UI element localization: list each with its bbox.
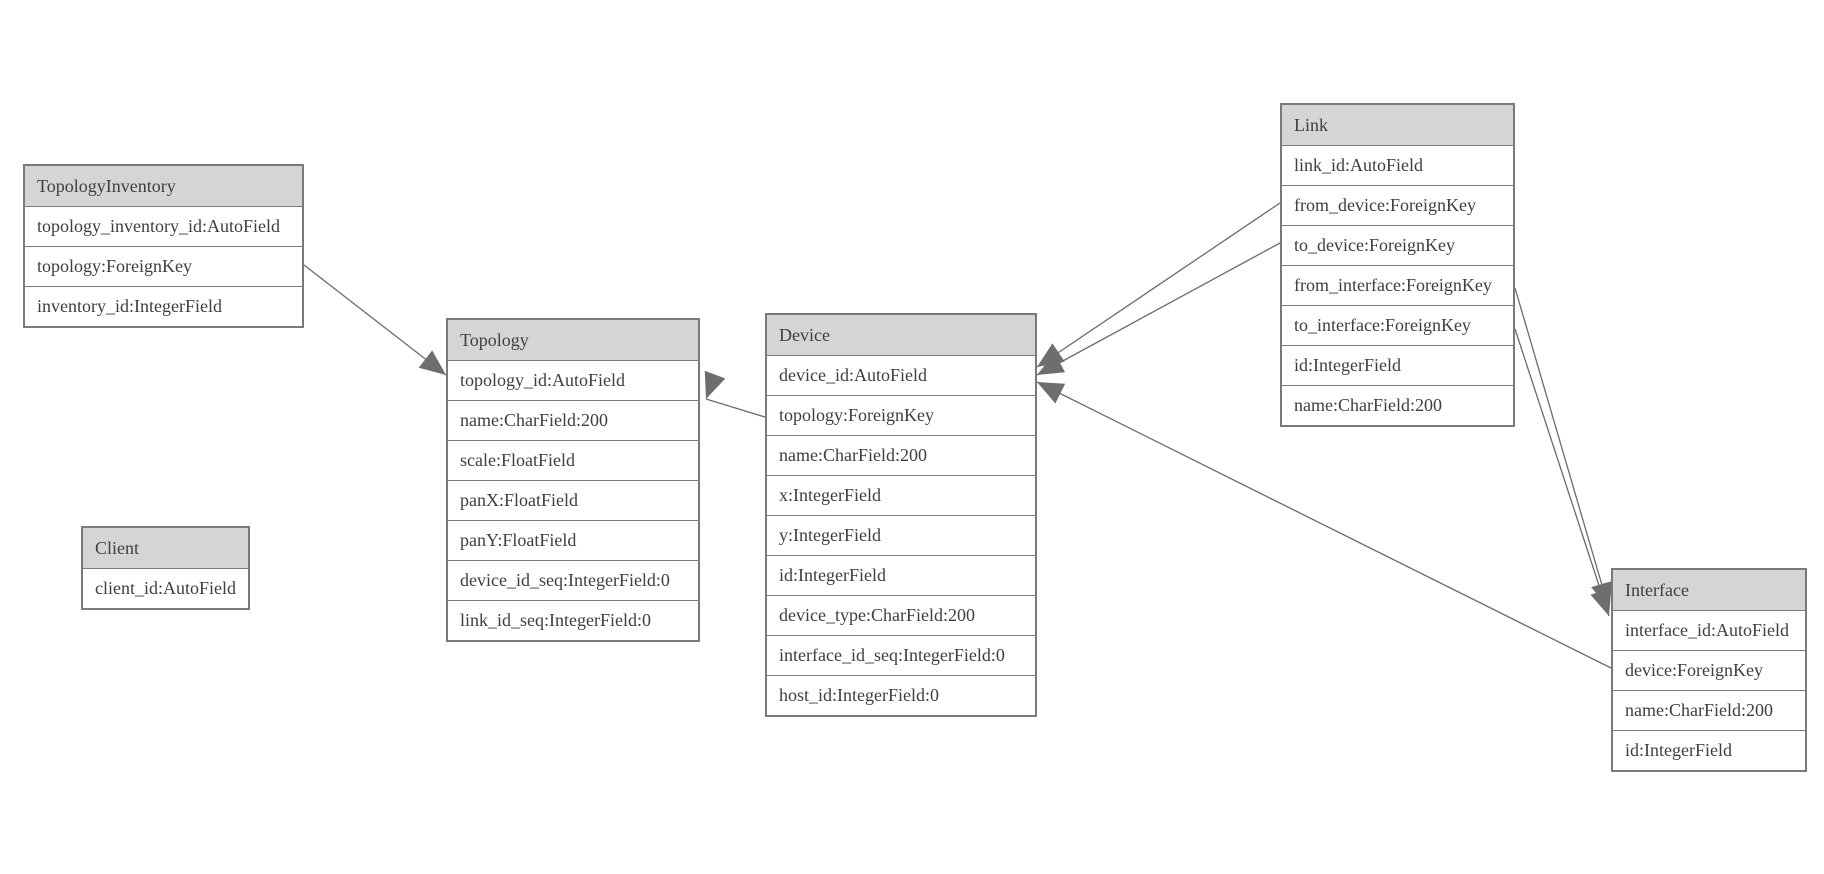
- field-row: interface_id_seq:IntegerField:0: [767, 635, 1035, 675]
- field-row: name:CharField:200: [448, 400, 698, 440]
- entity-interface-title: Interface: [1613, 570, 1805, 610]
- arrowhead-device-topology-fk: [704, 370, 726, 399]
- field-row: interface_id:AutoField: [1613, 610, 1805, 650]
- field-row: name:CharField:200: [1282, 385, 1513, 425]
- field-row: device_type:CharField:200: [767, 595, 1035, 635]
- edge-interface-device-fk: [1036, 381, 1612, 669]
- arrowhead-link-to-device-fk: [1037, 352, 1066, 375]
- field-row: name:CharField:200: [767, 435, 1035, 475]
- field-row: panX:FloatField: [448, 480, 698, 520]
- entity-device-title: Device: [767, 315, 1035, 355]
- field-row: to_interface:ForeignKey: [1282, 305, 1513, 345]
- field-row: x:IntegerField: [767, 475, 1035, 515]
- edge-link-to-interface-fk: [1514, 328, 1610, 617]
- field-row: client_id:AutoField: [83, 568, 248, 608]
- field-row: from_device:ForeignKey: [1282, 185, 1513, 225]
- field-row: scale:FloatField: [448, 440, 698, 480]
- arrowhead-link-to-interface-fk: [1590, 587, 1612, 616]
- entity-topology-title: Topology: [448, 320, 698, 360]
- edge-link-from-device-fk: [1036, 202, 1281, 368]
- entity-link-title: Link: [1282, 105, 1513, 145]
- field-row: topology:ForeignKey: [767, 395, 1035, 435]
- field-row: to_device:ForeignKey: [1282, 225, 1513, 265]
- edge-device-topology-fk: [705, 398, 766, 418]
- field-row: link_id_seq:IntegerField:0: [448, 600, 698, 640]
- field-row: topology_inventory_id:AutoField: [25, 206, 302, 246]
- field-row: y:IntegerField: [767, 515, 1035, 555]
- field-row: panY:FloatField: [448, 520, 698, 560]
- arrowhead-topologyinventory-topology-fk: [418, 350, 446, 375]
- field-row: name:CharField:200: [1613, 690, 1805, 730]
- entity-topology-inventory-title: TopologyInventory: [25, 166, 302, 206]
- edge-topologyinventory-topology-fk: [303, 264, 447, 376]
- field-row: link_id:AutoField: [1282, 145, 1513, 185]
- field-row: id:IntegerField: [767, 555, 1035, 595]
- field-row: host_id:IntegerField:0: [767, 675, 1035, 715]
- field-row: device_id:AutoField: [767, 355, 1035, 395]
- edge-link-from-interface-fk: [1514, 287, 1610, 610]
- field-row: from_interface:ForeignKey: [1282, 265, 1513, 305]
- field-row: device_id_seq:IntegerField:0: [448, 560, 698, 600]
- field-row: id:IntegerField: [1613, 730, 1805, 770]
- field-row: topology:ForeignKey: [25, 246, 302, 286]
- entity-client-title: Client: [83, 528, 248, 568]
- edge-link-to-device-fk: [1036, 242, 1281, 376]
- field-row: inventory_id:IntegerField: [25, 286, 302, 326]
- arrowhead-interface-device-fk: [1037, 382, 1066, 404]
- field-row: device:ForeignKey: [1613, 650, 1805, 690]
- field-row: topology_id:AutoField: [448, 360, 698, 400]
- field-row: id:IntegerField: [1282, 345, 1513, 385]
